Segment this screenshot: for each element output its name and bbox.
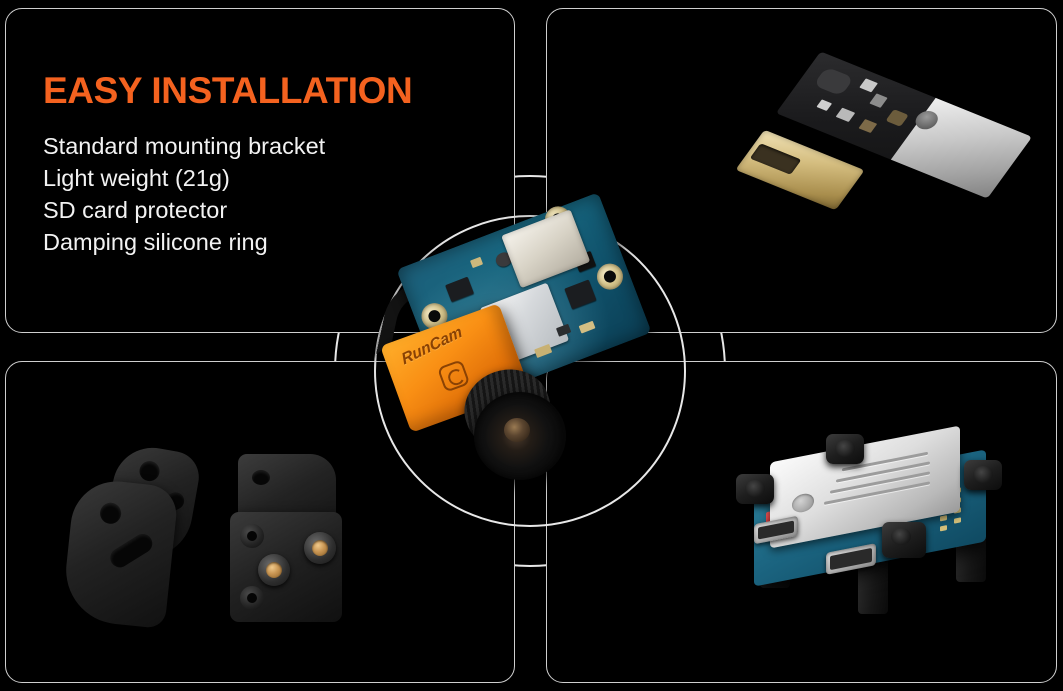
usb-component [869,93,888,108]
camera-lens [474,392,566,480]
board-solder-pad [954,517,961,524]
usb-component [816,99,833,111]
usb-inductor [885,109,909,127]
bracket-hole [99,501,123,525]
board-solder-pad [940,515,947,522]
bracket-hole [137,459,162,483]
page-title: EASY INSTALLATION [43,70,413,111]
bracket-front-plate [230,512,342,622]
silicone-damping-ring [882,522,926,558]
pcb-part [469,256,484,269]
silicone-damping-ring [964,460,1002,490]
usb-shield-plate [890,97,1033,199]
bracket-standoff [240,586,264,610]
usb-component [858,119,878,134]
bracket-slot [106,530,156,571]
mounting-brackets-photo [38,440,368,635]
shield-vent [824,481,930,505]
feature-item: Light weight (21g) [43,165,230,192]
brass-insert [258,554,290,586]
pcb-chip [573,250,597,273]
flight-board-photo [718,425,1038,614]
pcb-capacitor [493,250,514,269]
features-text-block: EASY INSTALLATION Standard mounting brac… [43,70,413,259]
board-solder-pad [940,525,947,532]
shield-marker [792,491,814,515]
feature-item: SD card protector [43,197,228,224]
silicone-damping-ring [826,434,864,464]
silicone-damping-ring [736,474,774,504]
pcb-part [578,320,596,334]
usb-component [813,66,855,97]
pcb-chip [564,279,597,310]
usb-adapter-photo [735,51,1033,230]
usb-component [835,107,856,123]
mounting-bracket [60,476,180,630]
pcb-part [555,323,572,337]
micro-usb-connector [735,129,865,211]
feature-list: Standard mounting bracket Light weight (… [43,130,412,259]
runcam-logo-icon [436,359,471,393]
brass-insert [304,532,336,564]
mount-pad [593,259,627,294]
feature-item: Damping silicone ring [43,229,268,256]
camera-module-photo: RunCam [375,192,683,480]
bracket-standoff [240,524,264,548]
pcb-chip [445,276,474,303]
pcb-part [534,343,553,359]
usb-component [859,78,878,93]
bracket-hole [252,470,270,485]
feature-item: Standard mounting bracket [43,132,326,159]
